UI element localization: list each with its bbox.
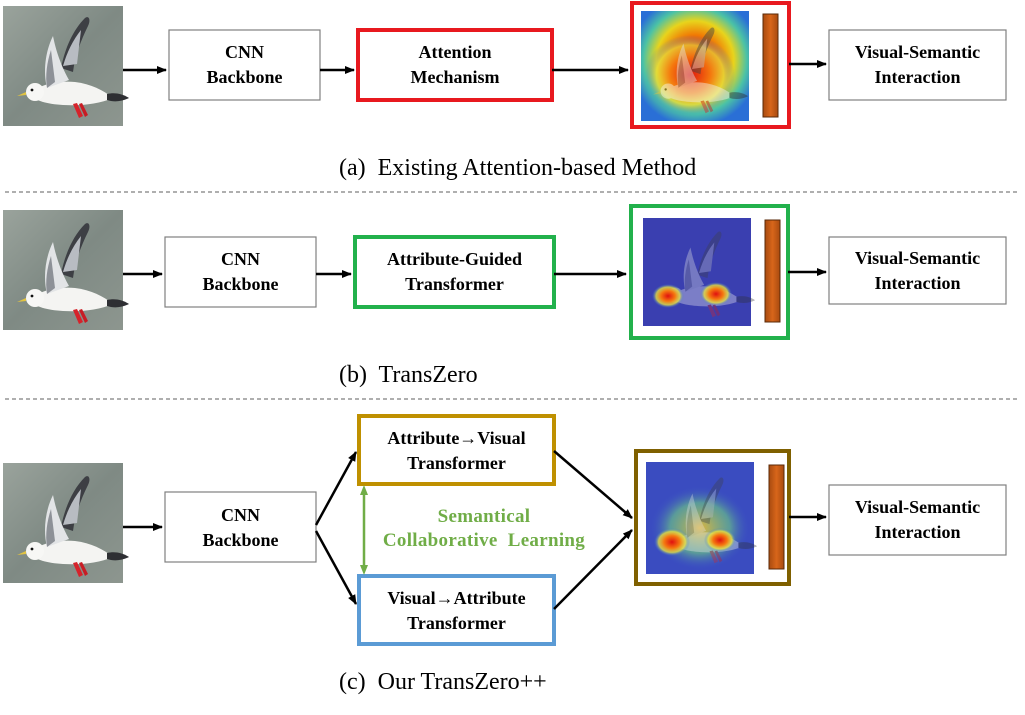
visual-semantic-box-a bbox=[828, 29, 1007, 101]
caption-a: (a) Existing Attention-based Method bbox=[339, 155, 696, 181]
attribute-guided-transformer-box bbox=[353, 235, 556, 309]
feature-bar-a bbox=[762, 13, 779, 118]
feature-bar-b bbox=[764, 219, 781, 323]
arrow bbox=[314, 530, 358, 605]
panel-b: CNN Backbone Attribute-Guided Transforme… bbox=[3, 204, 1007, 388]
box-label: Backbone bbox=[202, 274, 278, 294]
box-label: CNN bbox=[221, 505, 260, 525]
arrow bbox=[314, 451, 358, 526]
box-label: Transformer bbox=[407, 453, 506, 473]
input-image-c bbox=[3, 463, 129, 583]
box-label: Interaction bbox=[875, 522, 961, 542]
cnn-backbone-box-b bbox=[164, 236, 317, 308]
box-label: Transformer bbox=[405, 274, 504, 294]
input-image-a bbox=[3, 6, 129, 126]
attribute-to-visual-transformer-box bbox=[357, 414, 556, 486]
box-label: CNN bbox=[225, 42, 264, 62]
box-label: Interaction bbox=[875, 273, 961, 293]
box-label: Transformer bbox=[407, 613, 506, 633]
caption-c: (c) Our TransZero++ bbox=[339, 669, 547, 695]
cnn-backbone-box-c bbox=[164, 491, 317, 563]
attention-heatmap-a bbox=[641, 11, 749, 121]
caption-b: (b) TransZero bbox=[339, 362, 478, 388]
cnn-backbone-box-a bbox=[168, 29, 321, 101]
input-image-b bbox=[3, 210, 129, 330]
box-label: CNN bbox=[221, 249, 260, 269]
box-label: Backbone bbox=[206, 67, 282, 87]
attention-heatmap-c bbox=[646, 462, 758, 574]
panel-c: CNN Backbone Attribute→Visual Transforme… bbox=[3, 414, 1007, 695]
arrow bbox=[553, 529, 633, 610]
box-label: Attribute-Guided bbox=[387, 249, 522, 269]
box-label: Interaction bbox=[875, 67, 961, 87]
visual-semantic-box-c bbox=[828, 484, 1007, 556]
panel-a: CNN Backbone Attention Mechanism Visual-… bbox=[3, 1, 1007, 181]
feature-bar-c bbox=[768, 464, 785, 570]
collab-label: Collaborative Learning bbox=[383, 530, 585, 551]
box-label: Visual-Semantic bbox=[855, 42, 980, 62]
box-label: Visual-Semantic bbox=[855, 497, 980, 517]
box-label: Visual→Attribute bbox=[387, 588, 525, 608]
visual-semantic-box-b bbox=[828, 236, 1007, 305]
box-label: Mechanism bbox=[411, 67, 500, 87]
attention-heatmap-b bbox=[643, 218, 756, 326]
attention-mechanism-box bbox=[356, 28, 554, 102]
box-label: Attribute→Visual bbox=[387, 428, 525, 448]
collab-label: Semantical bbox=[438, 506, 531, 527]
box-label: Backbone bbox=[202, 530, 278, 550]
box-label: Visual-Semantic bbox=[855, 248, 980, 268]
arrow bbox=[553, 450, 633, 519]
visual-to-attribute-transformer-box bbox=[357, 574, 556, 646]
box-label: Attention bbox=[419, 42, 492, 62]
